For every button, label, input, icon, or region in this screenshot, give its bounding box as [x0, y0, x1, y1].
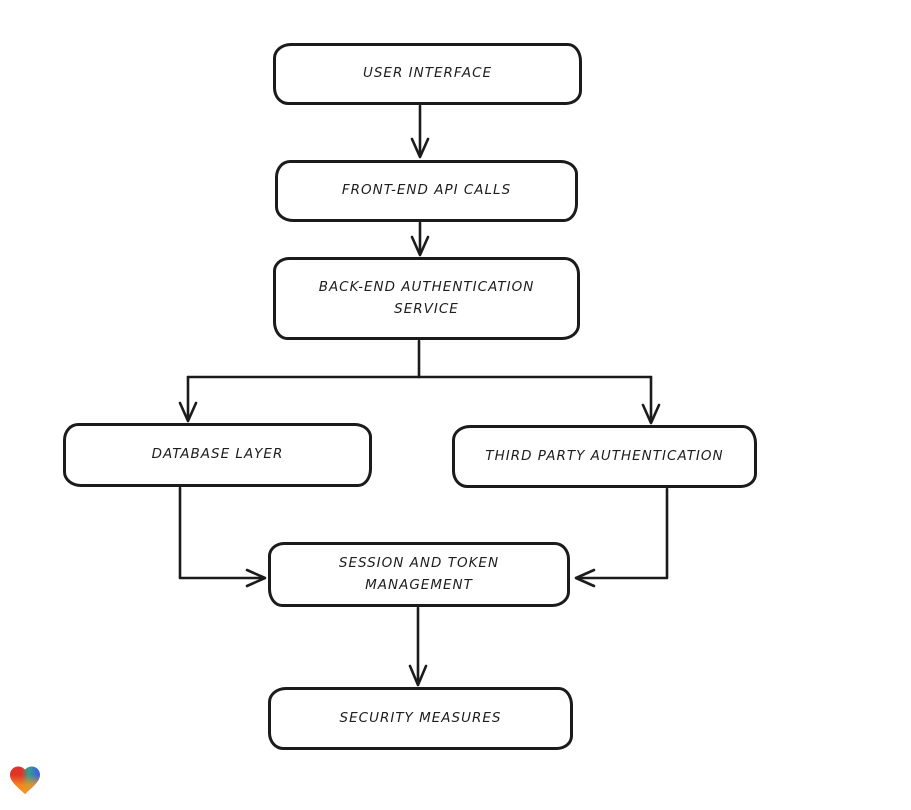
node-database-layer[interactable]: DATABASE LAYER — [63, 423, 372, 487]
node-label: BACK-END AUTHENTICATION SERVICE — [318, 278, 535, 317]
node-session-and-token-management[interactable]: SESSION AND TOKEN MANAGEMENT — [268, 542, 570, 607]
edge-user-interface-to-front-end — [410, 104, 430, 159]
node-label: SECURITY MEASURES — [339, 709, 502, 726]
edge-front-end-to-back-end — [410, 221, 430, 257]
edge-back-end-branch — [178, 339, 661, 425]
node-user-interface[interactable]: USER INTERFACE — [273, 43, 582, 105]
node-label: SESSION AND TOKEN MANAGEMENT — [338, 554, 500, 593]
node-back-end-authentication-service[interactable]: BACK-END AUTHENTICATION SERVICE — [273, 257, 580, 340]
node-label: THIRD PARTY AUTHENTICATION — [485, 447, 724, 464]
node-label: DATABASE LAYER — [151, 446, 284, 463]
node-third-party-authentication[interactable]: THIRD PARTY AUTHENTICATION — [452, 425, 757, 488]
node-security-measures[interactable]: SECURITY MEASURES — [268, 687, 573, 750]
edge-third-party-to-session — [574, 487, 669, 588]
heart-logo[interactable] — [7, 762, 43, 798]
node-front-end-api-calls[interactable]: FRONT-END API CALLS — [275, 160, 578, 222]
node-label: USER INTERFACE — [362, 65, 493, 82]
node-label: FRONT-END API CALLS — [341, 182, 512, 199]
edge-database-to-session — [178, 486, 267, 588]
edge-session-to-security — [408, 606, 428, 687]
